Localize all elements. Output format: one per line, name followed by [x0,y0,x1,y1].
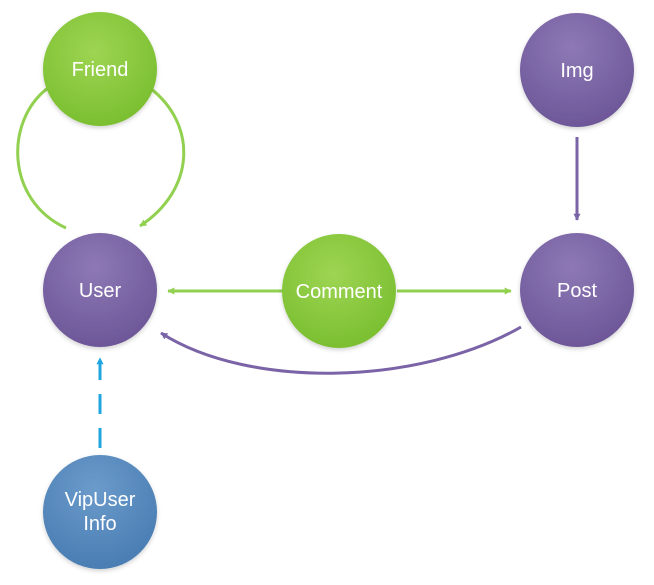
node-vipuser-label-line2: Info [83,513,116,535]
node-comment[interactable]: Comment [282,234,396,348]
node-img[interactable]: Img [520,13,634,127]
node-vipuser-info[interactable]: VipUser Info [43,455,157,569]
node-user[interactable]: User [43,233,157,347]
node-friend[interactable]: Friend [43,12,157,126]
edge-friend-user-right [139,86,186,228]
node-user-label: User [79,280,122,302]
node-post-label: Post [557,280,597,302]
edge-post-user [160,325,522,375]
node-img-label: Img [560,60,593,82]
node-comment-label: Comment [296,281,383,303]
edge-friend-user-left [16,86,67,230]
node-post[interactable]: Post [520,233,634,347]
node-vipuser-label-line1: VipUser [65,489,136,511]
node-friend-label: Friend [72,59,129,81]
